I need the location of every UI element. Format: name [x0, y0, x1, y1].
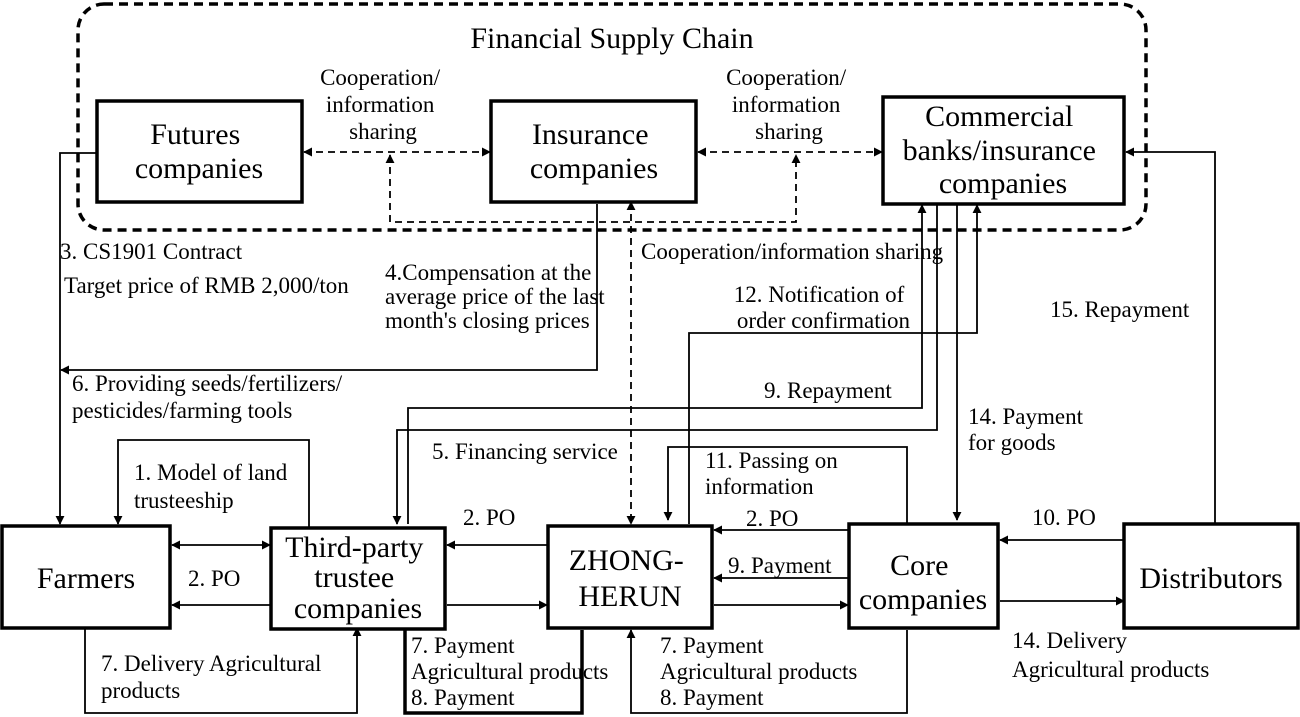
- delivery-farm-label: 7. Delivery Agricultural products: [101, 651, 327, 703]
- insurance-companies-box: [489, 99, 698, 204]
- repayment15-arrow: [1125, 147, 1216, 524]
- coop-shared-connector: [385, 154, 801, 223]
- compensation-arrow: [60, 204, 598, 375]
- farmers-box: [0, 524, 172, 630]
- core-companies-box: [847, 522, 1000, 630]
- insurance-companies-label: Insurance companies: [530, 118, 658, 185]
- financing-line: [392, 205, 938, 525]
- zh-core-bottom-label: 7. Payment Agricultural products 8. Paym…: [660, 633, 863, 710]
- passing-info-arrow: [663, 446, 908, 524]
- commercial-banks-box: [881, 95, 1126, 206]
- providing-label: 6. Providing seeds/fertilizers/ pesticid…: [72, 371, 348, 423]
- futures-companies-label: Futures companies: [135, 118, 263, 185]
- repayment9-arrow: [407, 204, 927, 524]
- zh-core-bottom-loop: [626, 629, 908, 714]
- commercial-banks-label: Commercial banks/insurance companies: [903, 100, 1104, 200]
- zhongherun-label: ZHONG- HERUN: [569, 544, 691, 613]
- coop-left-label: Cooperation/ information sharing: [320, 65, 446, 144]
- frame-title: Financial Supply Chain: [470, 22, 753, 55]
- coop-bottom-label: Cooperation/information sharing: [641, 239, 944, 264]
- financial-supply-chain-frame: [76, 2, 1148, 232]
- po-farm-label: 2. PO: [188, 566, 240, 591]
- contract-label: 3. CS1901 Contract Target price of RMB 2…: [60, 239, 349, 298]
- delivery-farm-loop: [84, 627, 362, 714]
- delivery14-label: 14. Delivery Agricultural products: [1012, 628, 1209, 682]
- compensation-label: 4.Compensation at the average price of t…: [385, 260, 610, 333]
- zhongherun-box: [546, 524, 714, 630]
- model-arrow: [113, 439, 310, 528]
- trustee-zh-bottom-label: 7. Payment Agricultural products 8. Paym…: [411, 633, 614, 710]
- core-companies-label: Core companies: [859, 549, 987, 616]
- notification-label: 12. Notification of order confirmation: [734, 282, 911, 333]
- notification-arrow: [688, 204, 982, 524]
- po-zh-label: 2. PO: [746, 506, 798, 531]
- payment9-label: 9. Payment: [728, 553, 832, 578]
- repayment15-label: 15. Repayment: [1050, 297, 1190, 322]
- financing-label: 5. Financing service: [432, 439, 618, 464]
- po10-label: 10. PO: [1032, 505, 1096, 530]
- payment14-label: 14. Payment for goods: [968, 404, 1089, 455]
- contract-arrow: [55, 152, 97, 525]
- coop-right-label: Cooperation/ information sharing: [726, 65, 852, 144]
- passing-label: 11. Passing on information: [705, 448, 843, 499]
- futures-companies-box: [95, 99, 304, 204]
- distributors-box: [1122, 522, 1300, 630]
- trustee-zh-bottom-loop: [403, 630, 584, 715]
- farmers-label: Farmers: [37, 562, 135, 595]
- po-trustee-label: 2. PO: [463, 505, 515, 530]
- distributors-label: Distributors: [1139, 562, 1282, 595]
- third-party-trustee-box: [269, 526, 447, 631]
- repayment9-label: 9. Repayment: [764, 378, 892, 403]
- model-label: 1. Model of land trusteeship: [134, 460, 293, 513]
- third-party-trustee-label: Third-party trustee companies: [285, 531, 431, 625]
